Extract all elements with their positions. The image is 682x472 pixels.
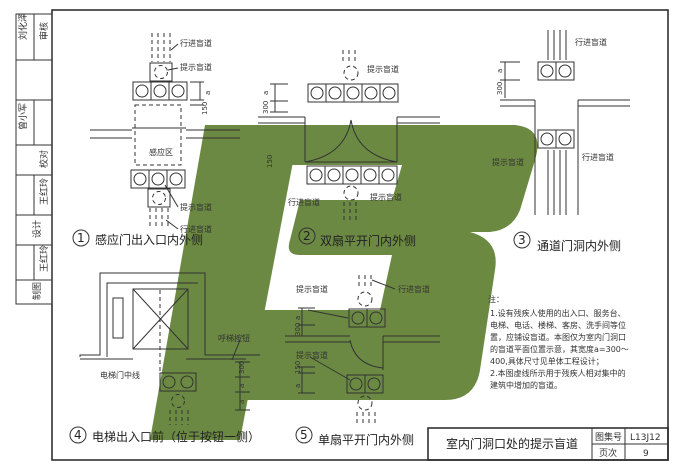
drawing-title: 室内门洞口处的提示盲道 [446,436,578,451]
diagram-caption: 双扇平开门内外侧 [320,233,416,248]
dim-300: 300 [238,361,246,374]
page-value: 9 [643,449,649,459]
dim-150: 150 [266,155,274,168]
dim-a: a [294,316,302,320]
signature-3: 王红玲 [38,178,50,205]
notes: 注： 1.设有残疾人使用的出入口、服务台、 电梯、电话、楼梯、客房、洗手间等位 … [488,294,629,390]
dim-300: 300 [294,323,302,336]
diagram-number-badge [298,227,316,245]
signature-4: 王红玲 [38,245,50,272]
diagram-number-badge [295,426,313,444]
dim-a: a [294,384,302,388]
travel-path-label: 行进盲道 [288,197,320,207]
diagram-caption: 单扇平开门内外侧 [318,432,414,447]
travel-path-label: 行进盲道 [582,152,614,162]
signature-1: 刘化泽 [17,13,29,40]
note-line: 建筑中增加的盲道。 [490,380,562,390]
title-strip: 刘化泽 审核 曾小军 校对 王红玲 设计 王红玲 制图 [15,13,53,305]
diagram-2: 提示盲道 提示盲道 行进盲道 a 300 150 2 双扇平开门内外侧 [258,50,440,248]
signature-2: 曾小军 [17,103,29,130]
notes-heading: 注： [488,294,504,304]
note-line: 1.设有残疾人使用的出入口、服务台、 [490,308,626,318]
travel-path-label: 行进盲道 [575,37,607,47]
diagram-number-badge [72,229,90,247]
page-label: 页次 [599,447,617,459]
hint-path-label: 提示盲道 [367,64,399,74]
diagram-caption: 通道门洞内外侧 [537,238,621,253]
hint-path-label: 提示盲道 [492,157,524,167]
travel-path-label: 行进盲道 [180,38,212,48]
atlas-number-value: L13J12 [630,433,661,443]
diagram-number-badge [69,426,87,444]
call-button-label: 呼梯按钮 [218,333,250,343]
role-proofread: 校对 [38,150,50,168]
dim-a: a [204,91,212,95]
role-review: 审核 [38,22,50,40]
diagram-1: 感应区 行进盲道 提示盲道 提示盲道 行进盲道 a 150 1 感应门出入口内外… [72,33,240,247]
diagram-number: 5 [300,428,308,442]
hint-path-label: 提示盲道 [296,350,328,360]
diagram-number: 3 [518,233,526,247]
travel-path-label: 行进盲道 [180,224,212,234]
dim-a: a [238,384,246,388]
hint-path-label: 提示盲道 [370,192,402,202]
note-line: 2.本图虚线所示用于残疾人相对集中的 [490,368,626,378]
note-line: 置，应铺设盲道。本图仅为室内门洞口 [490,332,626,342]
dim-a: a [496,69,504,73]
diagram-number-badge [513,231,531,249]
hint-path-label: 提示盲道 [296,284,328,294]
diagram-number: 1 [77,231,85,245]
dim-a: a [238,400,246,404]
sensor-zone-label: 感应区 [149,147,173,157]
diagram-number: 2 [303,229,311,243]
hint-path-label: 提示盲道 [180,62,212,72]
elevator-centerline-label: 电梯门中线 [100,370,140,380]
note-line: 电梯、电话、楼梯、客房、洗手间等位 [490,320,626,330]
atlas-number-label: 图集号 [595,431,622,443]
role-design: 设计 [31,220,43,238]
title-block: 室内门洞口处的提示盲道 图集号 L13J12 页次 9 [427,427,669,461]
dim-150: 150 [201,102,209,115]
diagram-4: 呼梯按钮 电梯门中线 300 a a 4 电梯出入口前（位于按钮一侧） [69,272,260,444]
dim-150: 150 [294,361,302,374]
hint-path-label: 提示盲道 [180,202,212,212]
dim-300: 300 [496,82,504,95]
diagram-5: 提示盲道 提示盲道 行进盲道 a 300 150 a 5 单扇平开门内外侧 [285,275,440,447]
travel-path-label: 行进盲道 [398,284,430,294]
dim-300: 300 [262,101,270,114]
diagram-3: 行进盲道 行进盲道 提示盲道 a 300 3 通道门洞内外侧 [492,30,630,253]
diagram-number: 4 [74,428,82,442]
note-line: 400,具体尺寸见单体工程设计； [490,356,604,366]
role-drafting: 制图 [31,282,43,300]
diagram-caption: 感应门出入口内外侧 [95,232,203,247]
watermark-logo [150,125,538,440]
note-line: 的盲道平面位置示意，其宽度a=300～ [490,344,629,354]
dim-a: a [262,91,270,95]
diagram-caption: 电梯出入口前（位于按钮一侧） [92,429,260,444]
